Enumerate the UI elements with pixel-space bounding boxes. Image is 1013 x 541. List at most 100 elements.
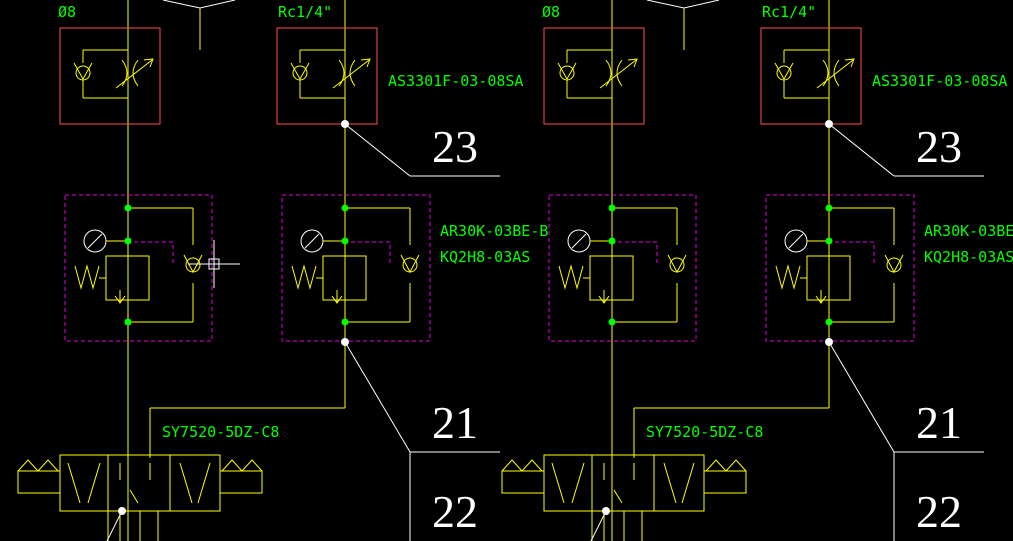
spool-arrows [179,462,211,504]
check-valve-seat [774,62,794,81]
gauge-needle [304,233,320,249]
valve-spool-1 [591,454,655,512]
solenoid-coil [221,459,263,472]
check-valve-seat [557,62,577,81]
adjust-arrow [115,59,153,89]
check-valve-seat [290,62,310,81]
regulator-model-label: AR30K-03BE- [924,222,1013,240]
throttle-valve-icon [616,59,623,87]
solenoid-coil [705,459,747,472]
adjust-arrow-head [143,58,154,68]
solenoid-icon [703,470,747,494]
throttle-valve-icon [833,59,840,87]
speed-controller-box-1 [276,27,378,125]
port-label-a: Ø8 [58,3,76,21]
solenoid-valve-model-label: SY7520-5DZ-C8 [646,423,763,441]
flow-arrow-head [815,295,827,304]
spool-arrows [603,463,635,504]
adjust-arrow-head [627,58,638,68]
junction-dot [341,237,349,245]
port-label-a: Ø8 [542,3,560,21]
throttle-valve-icon [349,59,356,87]
check-valve-icon [402,257,418,273]
leader-line-23 [828,123,895,177]
check-valve-icon [185,257,201,273]
pilot-line [134,241,174,266]
port-label-b: Rc1/4" [278,3,332,21]
top-component-fragment [646,0,720,9]
leader-line-21 [828,341,895,453]
spring-icon [74,264,100,290]
regulator-box-0 [548,194,697,342]
check-valve-seat [183,254,203,274]
balloon-21: 21 [432,397,478,448]
solenoid-icon [219,470,263,494]
flow-arrow-head [114,295,126,304]
top-component-fragment [162,0,236,9]
gauge-needle [87,233,103,249]
balloon-21: 21 [916,397,962,448]
fitting-model-label: KQ2H8-03AS [924,248,1013,266]
pilot-line [351,241,391,266]
check-valve-icon [292,65,308,81]
check-valve-icon [559,65,575,81]
throttle-valve-icon [121,59,128,87]
check-valve-seat [400,254,420,274]
valve-spool-2 [653,454,705,512]
junction-dot [341,318,349,326]
junction-dot [608,237,616,245]
speed-controller-box-1 [760,27,862,125]
junction-dot [124,204,132,212]
solenoid-icon [17,470,61,494]
spool-arrows [551,462,585,504]
speed-controller-box-0 [543,27,645,125]
valve-spool-0 [59,454,109,512]
balloon-23: 23 [432,121,478,172]
junction-dot [825,204,833,212]
throttle-valve-icon [338,59,345,87]
leader-line-bottom [590,510,607,541]
junction-dot [825,237,833,245]
junction-dot [124,318,132,326]
solenoid-icon [501,470,545,494]
leader-line-bottom [106,510,123,541]
valve-spool-1 [107,454,171,512]
check-valve-icon [75,65,91,81]
junction-dot [608,204,616,212]
speed-controller-box-0 [59,27,161,125]
junction-dot [124,237,132,245]
pilot-line [618,241,658,266]
throttle-valve-icon [132,59,139,87]
regulator-model-label: AR30K-03BE-B [440,222,548,240]
check-valve-icon [776,65,792,81]
regulator-box-1 [765,194,915,342]
junction-dot [825,318,833,326]
valve-spool-0 [543,454,593,512]
adjust-arrow [599,59,637,89]
leader-line-23 [344,123,411,177]
speed-controller-model-label: AS3301F-03-08SA [872,72,1007,90]
adjust-arrow [816,59,854,89]
regulator-box-0 [64,194,213,342]
adjust-arrow [332,59,370,89]
adjust-arrow-head [360,58,371,68]
balloon-22: 22 [432,486,478,537]
check-valve-seat [73,62,93,81]
spring-icon [775,264,801,290]
leader-line-21 [344,341,411,453]
regulator-box-1 [281,194,431,342]
check-valve-icon [669,257,685,273]
spring-icon [558,264,584,290]
check-valve-seat [884,254,904,274]
solenoid-coil [501,459,543,472]
solenoid-coil [17,459,59,472]
flow-arrow-head [598,295,610,304]
spool-arrows [119,463,151,504]
check-valve-icon [886,257,902,273]
junction-dot [341,204,349,212]
fitting-model-label: KQ2H8-03AS [440,248,530,266]
crosshair-cursor-icon [188,240,240,288]
spool-arrows [67,462,101,504]
